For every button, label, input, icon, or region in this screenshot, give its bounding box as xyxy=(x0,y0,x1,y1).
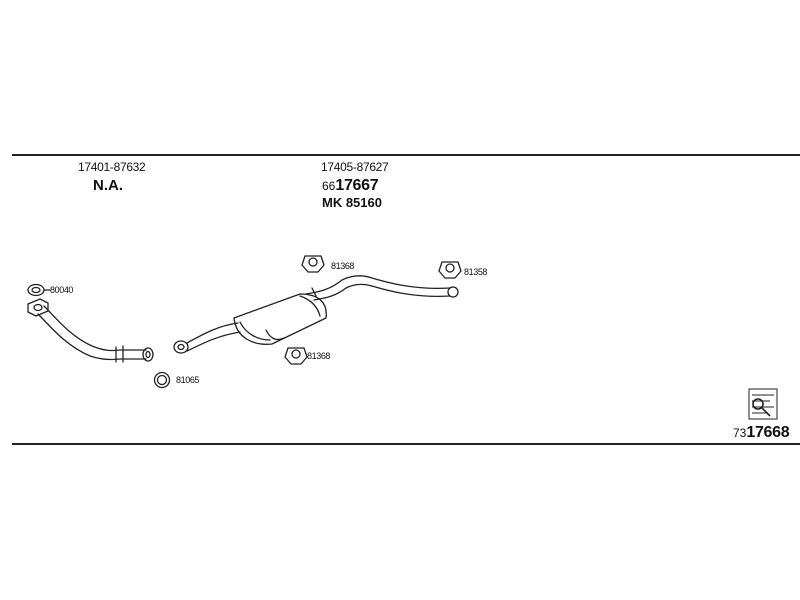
set-number: 17668 xyxy=(746,424,790,441)
callout-hanger-top: 81368 xyxy=(331,260,355,272)
callout-ring-gasket: 81065 xyxy=(176,374,200,386)
set-prefix: 73 xyxy=(733,426,747,440)
ring-gasket-icon xyxy=(153,371,171,389)
hanger-top-icon xyxy=(301,255,325,273)
rear-muffler-part-number: 17405-87627 xyxy=(321,160,389,174)
hanger-bottom-icon xyxy=(284,347,308,365)
callout-gasket-front: 80040 xyxy=(50,284,74,296)
exhaust-set-icon xyxy=(748,388,778,420)
front-pipe-part-number: 17401-87632 xyxy=(78,160,146,174)
top-divider xyxy=(12,154,800,156)
catalog-number: 17667 xyxy=(335,177,379,194)
rear-muffler-catalog-number: 6617667 xyxy=(322,177,379,194)
bottom-divider xyxy=(12,443,800,445)
rear-muffler-icon xyxy=(173,275,459,354)
catalog-prefix: 66 xyxy=(322,179,336,193)
callout-hanger-right: 81358 xyxy=(464,266,488,278)
front-pipe-availability: N.A. xyxy=(93,177,123,194)
mount-kit-label: MK 85160 xyxy=(322,195,382,210)
gasket-front-icon xyxy=(27,283,45,297)
hanger-right-icon xyxy=(438,261,462,279)
footer-set-number: 7317668 xyxy=(733,424,790,441)
front-pipe-icon xyxy=(37,305,154,363)
callout-hanger-bottom: 81368 xyxy=(307,350,331,362)
